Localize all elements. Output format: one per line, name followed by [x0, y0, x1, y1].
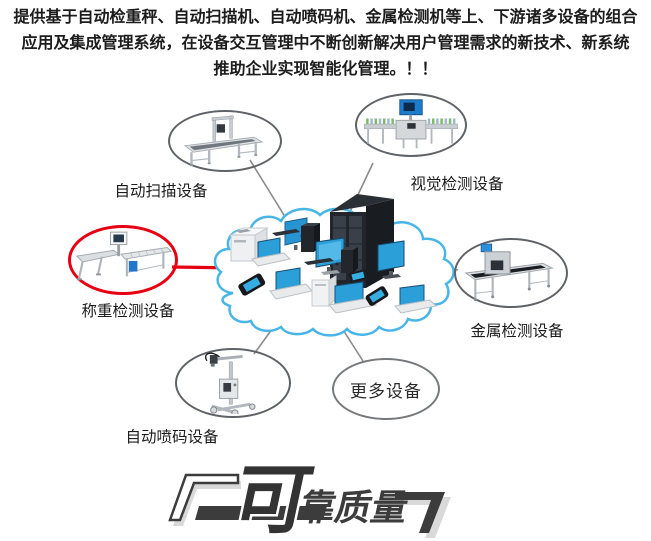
intro-line-2: 应用及集成管理系统，在设备交互管理中不断创新解决用户管理需求的新技术、新系统 [21, 35, 630, 52]
logo-underline-bar [195, 506, 327, 520]
intro-text: 提供基于自动检重秤、自动扫描机、自动喷码机、金属检测机等上、下游诸多设备的组合 … [0, 5, 651, 83]
vision-inspection-label: 视觉检测设备 [410, 176, 504, 193]
checkweigher-label: 称重检测设备 [81, 303, 175, 320]
monitor-icon [377, 240, 405, 279]
logo-left-bracket [168, 473, 240, 522]
intro-line-1: 提供基于自动检重秤、自动扫描机、自动喷码机、金属检测机等上、下游诸多设备的组合 [13, 9, 638, 26]
keyboard-icon [304, 258, 339, 266]
checkweigher-machine-icon [75, 231, 173, 281]
checkweigher-ellipse [68, 225, 178, 295]
quality-logo: 可 靠质量 [168, 455, 451, 540]
keyboard-icon [272, 229, 304, 238]
laptop-icon [394, 284, 438, 314]
smartphone-icon [365, 286, 389, 306]
laptop-icon [251, 237, 292, 267]
connector-vision [346, 162, 374, 219]
inkjet-coder-ellipse [175, 348, 291, 418]
more-devices-label: 更多设备 [350, 381, 422, 401]
metal-detector-machine-icon [464, 243, 555, 302]
metal-detector-label: 金属检测设备 [470, 323, 564, 340]
vision-machine-icon [364, 99, 458, 149]
inkjet-coder-label: 自动喷码设备 [125, 429, 219, 446]
logo-small-text: 靠质量 [295, 487, 412, 528]
svg-text:靠质量: 靠质量 [295, 487, 412, 528]
more-devices-ellipse: 更多设备 [332, 358, 440, 420]
logo-right-bracket [395, 492, 445, 533]
tower-icon [311, 275, 337, 308]
laptop-icon [328, 281, 378, 314]
auto-scan-ellipse [168, 110, 282, 172]
inkjet-coder-machine-icon [205, 352, 256, 414]
scan-machine-icon [183, 115, 264, 167]
intro-line-3: 推助企业实现智能化管理。！！ [213, 61, 438, 78]
smartphone-icon [238, 273, 266, 296]
vision-inspection-ellipse [355, 93, 467, 157]
metal-detector-ellipse [454, 238, 568, 308]
auto-scan-label: 自动扫描设备 [114, 183, 208, 200]
tower-icon [341, 247, 358, 273]
smartphone-icon [348, 269, 368, 283]
